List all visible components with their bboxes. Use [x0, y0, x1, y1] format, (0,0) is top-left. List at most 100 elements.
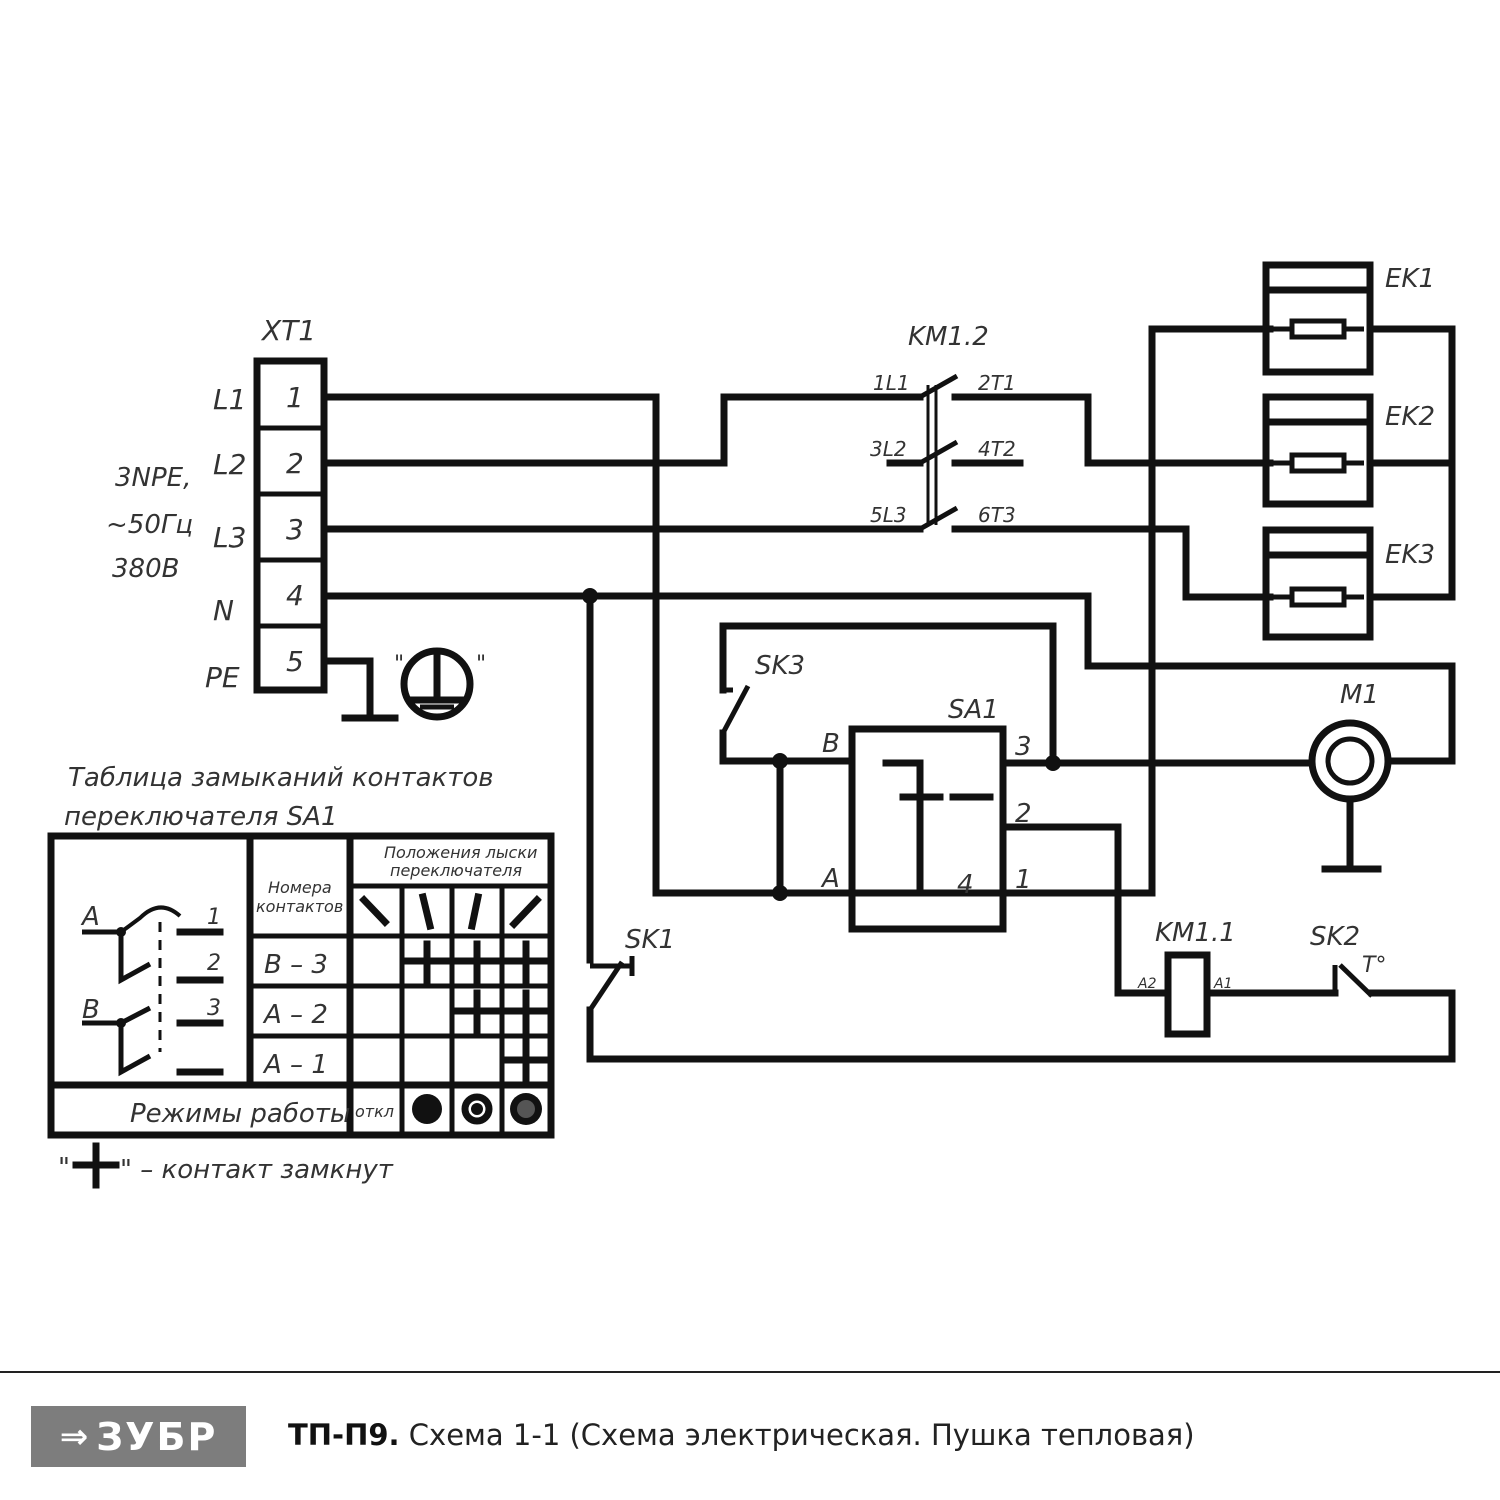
switch-symbol-2: 2 — [207, 951, 221, 976]
position-off-indicator — [359, 895, 390, 927]
supply-line-1: 3NPE, — [115, 463, 191, 493]
sa1-label: SA1 — [948, 695, 999, 725]
table-header-contacts-1: Номера — [268, 878, 332, 897]
control-wiring — [586, 592, 1456, 1063]
position-1-indicator — [418, 892, 435, 931]
line-label-l2: L2 — [213, 448, 246, 481]
line-label-n: N — [213, 594, 234, 627]
plus-mark-a1-pos3 — [503, 1038, 549, 1083]
contactor-in-2: 3L2 — [870, 437, 907, 461]
caption-description: Схема 1-1 (Схема электрическая. Пушка те… — [399, 1418, 1195, 1452]
table-title-line-2: переключателя SA1 — [64, 802, 338, 832]
electrical-schematic: XT1 1 2 3 4 5 L1 L2 L3 N PE 3NPE, ~50Гц … — [47, 261, 1456, 1189]
switch-contact-symbol: A B 1 2 3 — [80, 902, 224, 1077]
table-modes-label: Режимы работы — [130, 1099, 350, 1129]
plus-mark-b3-pos1 — [404, 940, 450, 985]
table-header-contacts-2: контактов — [256, 897, 343, 916]
footer-divider — [0, 1371, 1500, 1373]
thermostat-sk1: SK1 — [587, 925, 675, 1012]
terminal-number-5: 5 — [286, 645, 304, 678]
mode-half-heat-icon — [461, 1093, 493, 1125]
logo-arrow-icon: ⇒ — [59, 1416, 89, 1457]
terminal-name: XT1 — [260, 314, 316, 347]
heater-ek1: EK1 — [1262, 261, 1435, 376]
supply-spec: 3NPE, ~50Гц 380В — [106, 463, 193, 584]
contactor-coil-km1-1: KM1.1 A2 A1 — [1137, 918, 1236, 1038]
contactor-km1-2: KM1.2 1L1 3L2 5L3 2T1 4T2 6T3 — [870, 322, 1016, 532]
line-label-pe: PE — [205, 661, 240, 694]
plus-mark-a2-pos2 — [454, 989, 500, 1034]
terminal-number-3: 3 — [286, 513, 304, 546]
contactor-out-2: 4T2 — [978, 437, 1016, 461]
contactor-out-1: 2T1 — [978, 371, 1016, 395]
ground-quote-left: " — [394, 652, 404, 677]
thermostat-sk3: SK3 — [720, 651, 805, 735]
sa1-pin-b: B — [822, 729, 840, 759]
position-2-indicator — [467, 892, 483, 931]
sk3-label: SK3 — [755, 651, 805, 681]
legend-text: " – контакт замкнут — [120, 1155, 394, 1185]
motor-label: M1 — [1340, 680, 1379, 710]
mode-full-heat-icon — [510, 1093, 542, 1125]
mode-icons — [412, 1093, 542, 1125]
contactor-in-1: 1L1 — [873, 371, 910, 395]
table-legend: " " – контакт замкнут — [58, 1142, 394, 1189]
line-label-l1: L1 — [213, 383, 246, 416]
terminal-number-2: 2 — [286, 447, 304, 480]
sk2-temp-label: T° — [1362, 953, 1386, 978]
table-header-positions-1: Положения лыски — [384, 843, 537, 862]
switch-symbol-3: 3 — [207, 996, 221, 1021]
position-3-indicator — [509, 895, 542, 929]
contactor-power-name: KM1.2 — [908, 322, 989, 352]
coil-name: KM1.1 — [1155, 918, 1236, 948]
table-header-positions-2: переключателя — [390, 861, 522, 880]
switch-sa1: SA1 B A 3 2 1 4 — [820, 695, 1032, 933]
contactor-out-3: 6T3 — [978, 503, 1016, 527]
contactor-in-3: 5L3 — [870, 503, 907, 527]
position-indicators — [359, 892, 542, 931]
sa1-pin-1: 1 — [1015, 865, 1032, 895]
heater-label-ek1: EK1 — [1385, 264, 1435, 294]
table-row-label-a2: А – 2 — [262, 1000, 328, 1030]
mode-fan-only-icon — [412, 1094, 442, 1124]
heater-label-ek2: EK2 — [1385, 402, 1435, 432]
sa1-pin-2: 2 — [1015, 799, 1032, 829]
sa1-pin-a: A — [820, 864, 840, 894]
table-title-line-1: Таблица замыканий контактов — [68, 763, 494, 793]
switch-symbol-1: 1 — [207, 905, 221, 930]
ground-quote-right: " — [476, 652, 486, 677]
brand-logo: ⇒ ЗУБР — [31, 1406, 246, 1467]
junction-dots — [582, 588, 1061, 901]
legend-quote-left: " — [58, 1153, 70, 1183]
diagram-caption: ТП-П9. Схема 1-1 (Схема электрическая. П… — [288, 1418, 1195, 1452]
supply-line-2: ~50Гц — [106, 510, 193, 540]
contact-table: Таблица замыканий контактов переключател… — [47, 763, 555, 1189]
coil-a2: A2 — [1137, 976, 1157, 992]
terminal-number-1: 1 — [286, 381, 304, 414]
plus-mark-b3-pos3 — [503, 940, 549, 985]
table-mode-off: откл — [355, 1102, 394, 1121]
supply-line-3: 380В — [112, 554, 179, 584]
line-label-l3: L3 — [213, 521, 246, 554]
logo-text: ЗУБР — [96, 1414, 218, 1459]
sk1-label: SK1 — [625, 925, 675, 955]
table-row-label-a1: А – 1 — [262, 1050, 328, 1080]
heater-label-ek3: EK3 — [1385, 540, 1435, 570]
sk2-label: SK2 — [1310, 922, 1360, 952]
sa1-pin-3: 3 — [1015, 732, 1032, 762]
terminal-block-xt1: XT1 1 2 3 4 5 L1 L2 L3 N PE — [205, 314, 328, 694]
heater-ek2: EK2 — [1262, 393, 1435, 508]
switch-symbol-a: A — [80, 902, 100, 932]
power-wiring — [320, 325, 1456, 897]
sa1-pin-4: 4 — [957, 870, 974, 900]
thermostat-sk2: SK2 T° — [1310, 922, 1386, 998]
plus-mark-b3-pos2 — [454, 940, 500, 985]
switch-symbol-b: B — [82, 995, 100, 1025]
plus-mark-a2-pos3 — [503, 989, 549, 1034]
table-row-label-b3: В – 3 — [264, 950, 328, 980]
terminal-number-4: 4 — [286, 579, 304, 612]
motor-m1: M1 — [1308, 680, 1392, 873]
closed-contact-marks — [404, 940, 549, 1083]
ground: " " — [320, 647, 486, 722]
caption-model: ТП-П9. — [288, 1418, 400, 1452]
